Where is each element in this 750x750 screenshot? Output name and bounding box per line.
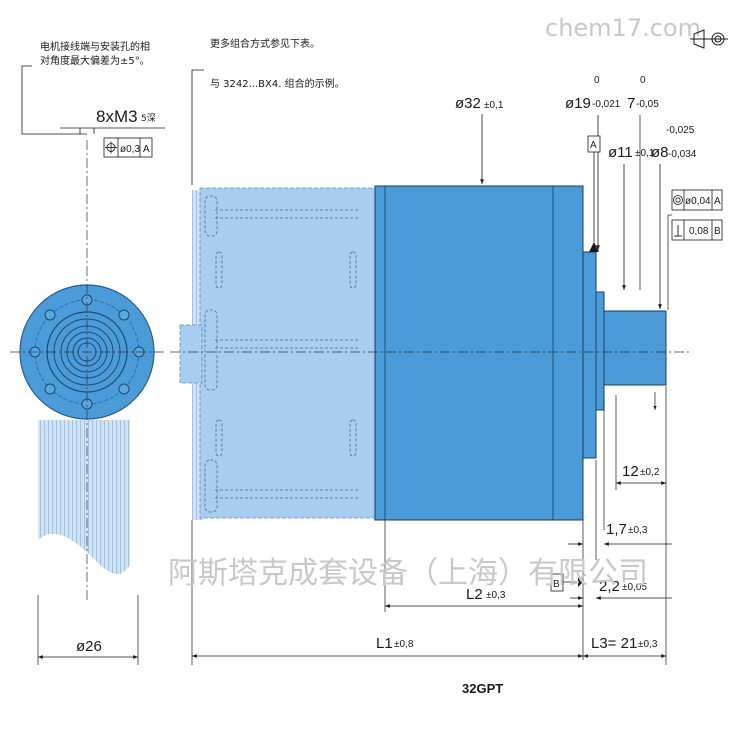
length7-main: 7	[627, 95, 635, 112]
gearbox-pilot	[582, 251, 597, 459]
pilot-tol-lower: -0,021	[592, 99, 621, 110]
l3-tol: ±0,3	[638, 639, 658, 650]
front-mount-holes	[29, 294, 145, 410]
watermark-bottom: 阿斯塔克成套设备（上海）有限公司	[168, 556, 648, 591]
note-mid-line1: 更多组合方式参见下表。	[210, 37, 320, 50]
perpendicularity-symbol-icon	[674, 225, 682, 237]
concentricity-datum: A	[714, 196, 721, 207]
l2-main: L2	[466, 586, 483, 603]
length7-tol-upper: 0	[640, 75, 646, 86]
motor-body	[179, 185, 667, 521]
body-diameter-main: ø32	[455, 95, 481, 112]
position-symbol-icon	[105, 141, 117, 154]
datum-b-label: B	[553, 579, 560, 590]
position-tol-datum: A	[143, 144, 150, 155]
holes-label: 8xM3	[96, 107, 138, 126]
step-diameter-main: ø11	[608, 144, 633, 161]
motor-internal-dashes	[204, 195, 360, 513]
l1-main: L1	[376, 635, 393, 652]
l1-tol: ±0,8	[394, 639, 414, 650]
note-left-line1: 电机接线端与安装孔的相	[40, 40, 150, 53]
datum-b-box	[550, 573, 564, 592]
d17-tol: ±0,3	[628, 525, 648, 536]
shaft-step	[595, 291, 605, 411]
gearbox-housing	[374, 185, 584, 521]
shaft-diameter-main: ø8	[651, 144, 669, 161]
length7-tol-lower: -0,05	[636, 99, 659, 110]
output-shaft	[603, 310, 667, 386]
shaft-length-tol: ±0,2	[640, 467, 660, 478]
concentricity-value: ø0,04	[685, 196, 711, 207]
position-tol-value: ø0,3	[120, 144, 140, 155]
d22-tol: ±0,05	[622, 582, 647, 593]
datum-a-label: A	[590, 140, 597, 151]
note-mid-line2: 与 3242...BX4. 组合的示例。	[210, 77, 345, 90]
holes-depth-label: 5深	[141, 113, 156, 124]
motor-light-body	[199, 187, 376, 519]
concentricity-symbol-icon	[673, 195, 683, 205]
body-diameter-tol: ±0,1	[484, 100, 504, 111]
position-tolerance-frame: ø0,3 A	[103, 137, 153, 158]
perpendicularity-frame: 0,08 B	[671, 219, 723, 241]
perpendicularity-value: 0,08	[689, 226, 709, 237]
shaft-tol-upper: -0,025	[666, 125, 695, 136]
perpendicularity-datum: B	[714, 226, 721, 237]
projection-symbol-icon	[690, 29, 728, 49]
front-view	[10, 140, 165, 600]
d22-main: 2,2	[599, 578, 620, 595]
l3-main: L3= 21	[591, 635, 637, 652]
pilot-diameter-main: ø19	[565, 95, 591, 112]
step-diameter-tol: ±0,1	[635, 148, 655, 159]
concentricity-frame: ø0,04 A	[671, 189, 723, 211]
model-label: 32GPT	[462, 681, 503, 696]
shaft-tol-lower: -0,034	[668, 149, 697, 160]
l2-tol: ±0,3	[486, 590, 506, 601]
shaft-length-main: 12	[622, 463, 639, 480]
d17-main: 1,7	[606, 521, 627, 538]
watermark-top: chem17.com	[545, 14, 701, 42]
flange-diameter-label: ø26	[76, 638, 102, 655]
note-left-line2: 对角度最大偏差为±5°。	[40, 54, 150, 67]
pilot-tol-upper: 0	[594, 75, 600, 86]
